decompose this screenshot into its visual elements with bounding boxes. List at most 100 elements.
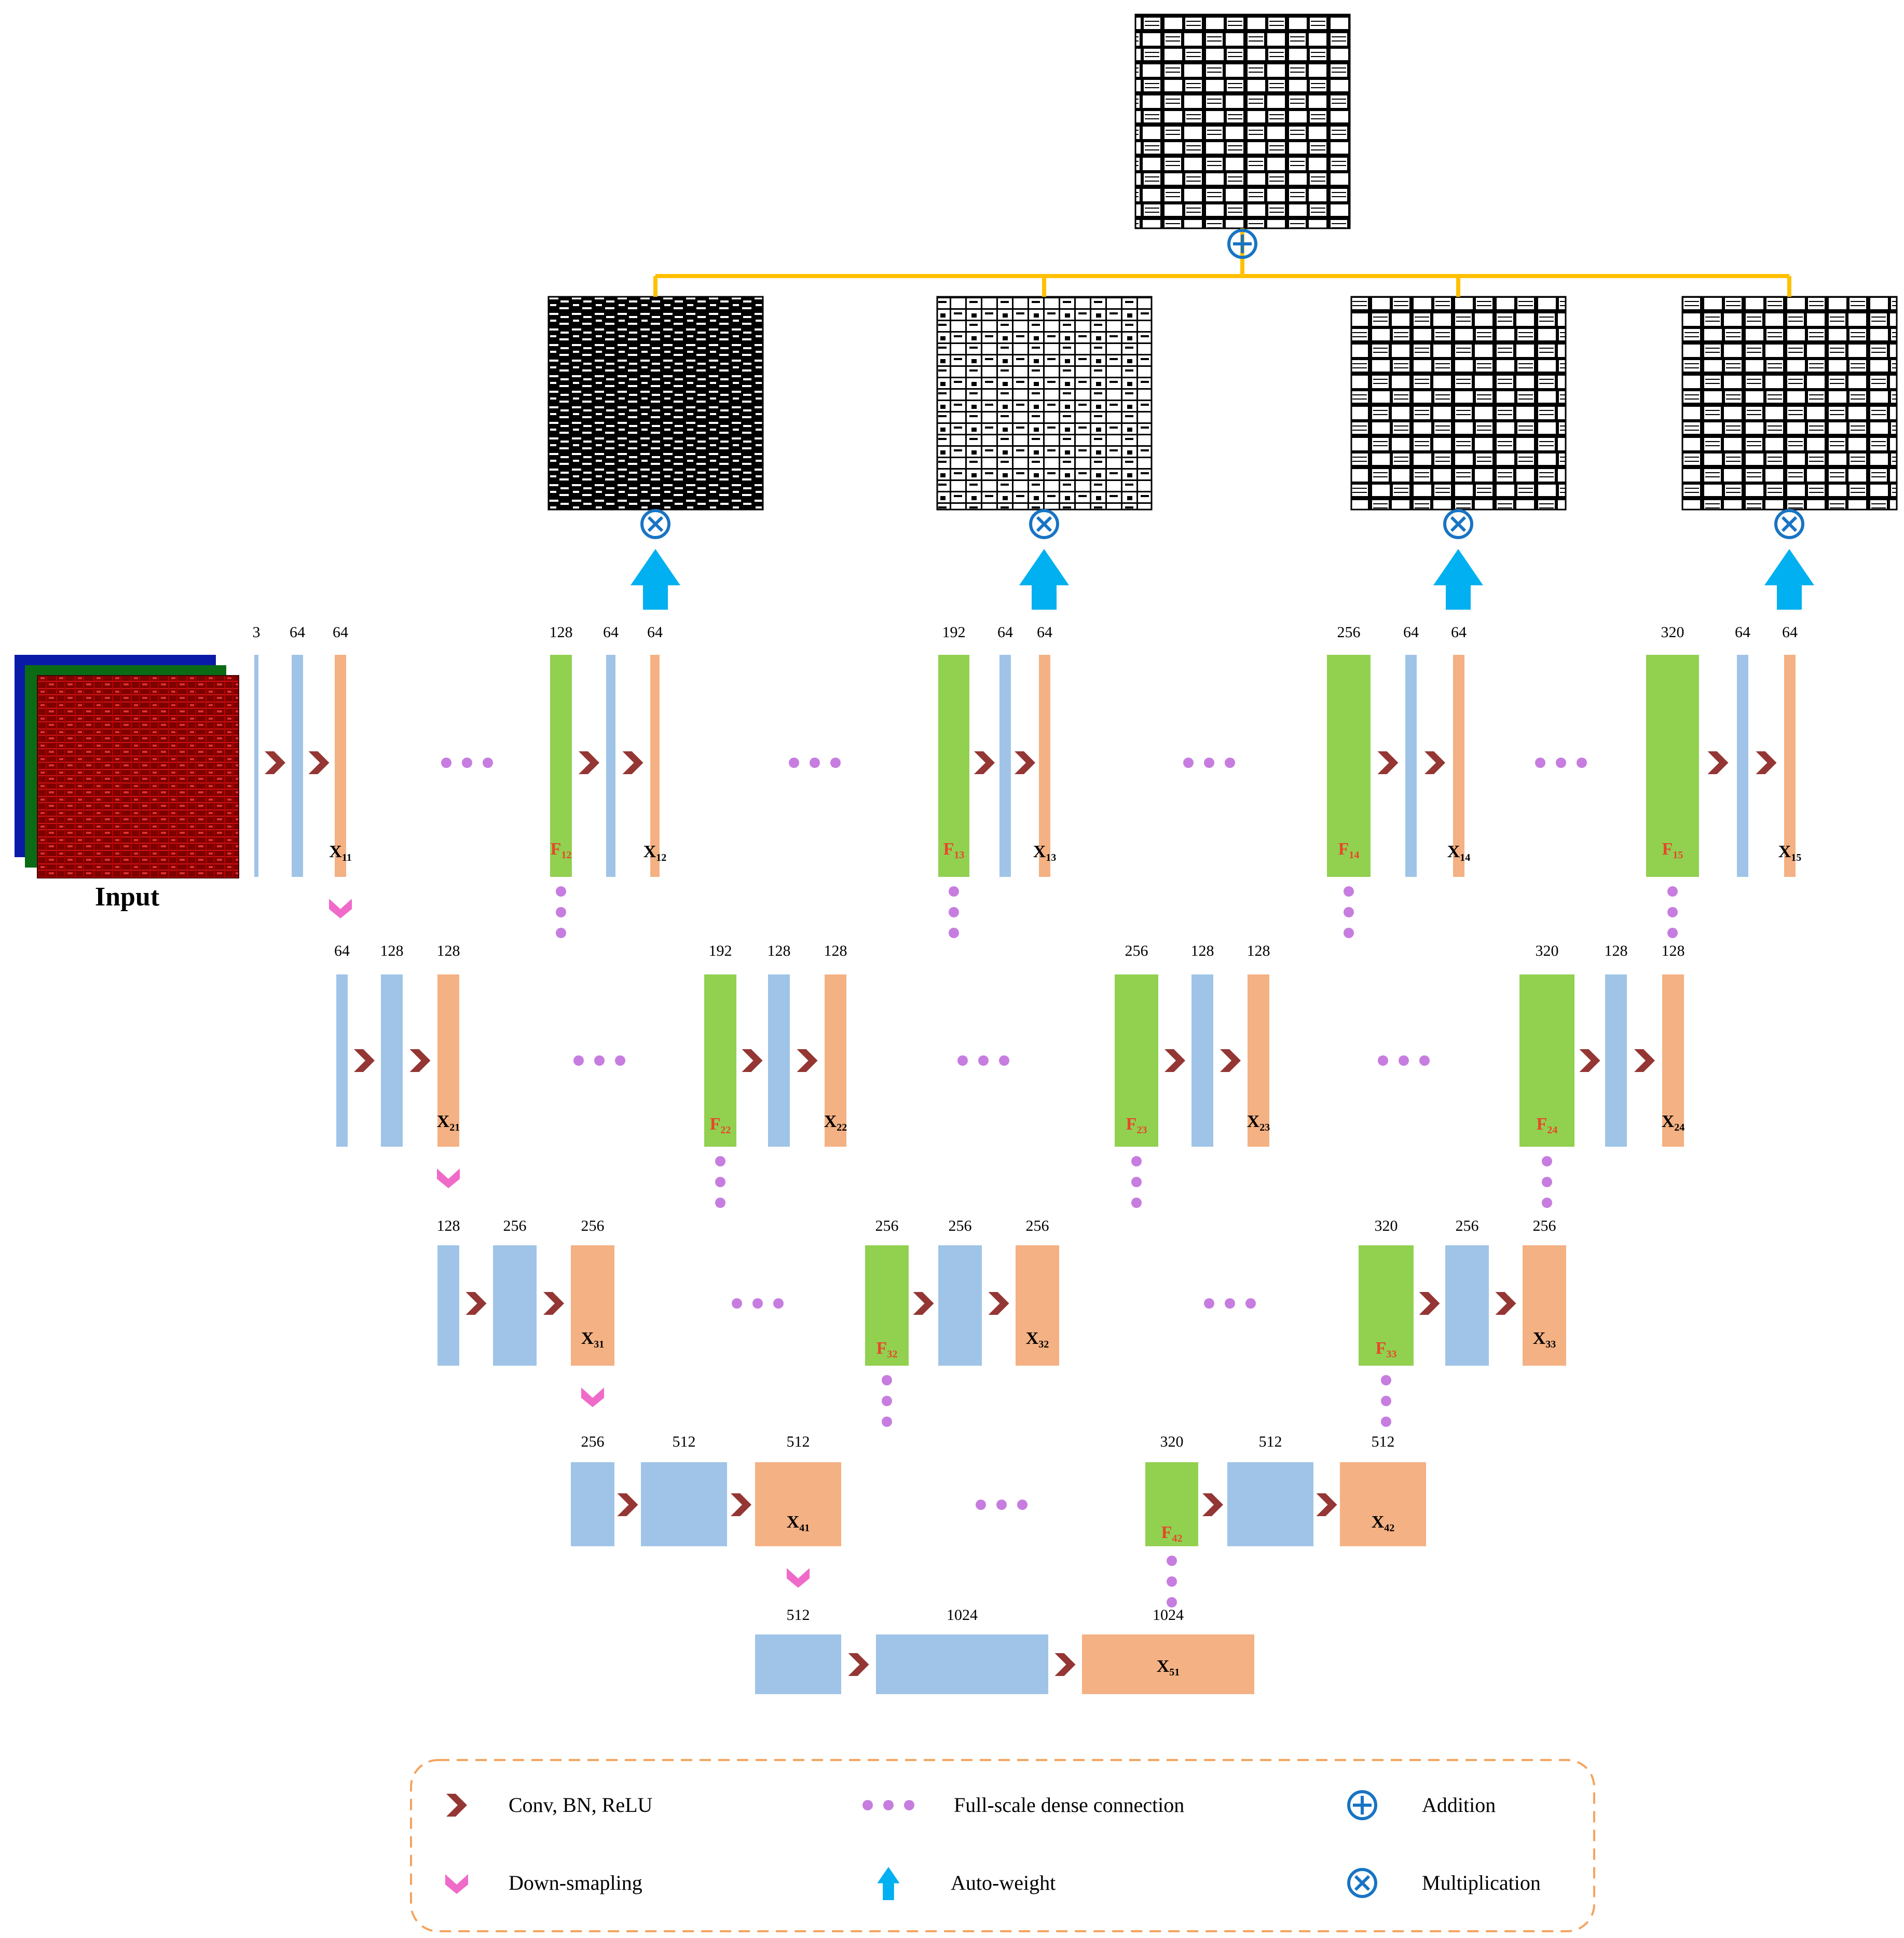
label-subscript: 14 (1349, 849, 1359, 861)
conv-bn-relu-arrow-icon (1377, 751, 1399, 774)
conv-bn-relu-arrow-icon (409, 1049, 431, 1072)
dense-connection-dot (715, 1156, 725, 1166)
fused-feature-block (938, 655, 969, 877)
legend-conv-label: Conv, BN, ReLU (509, 1793, 653, 1817)
decoder-output-block (1662, 974, 1684, 1147)
legend-dense-dot (862, 1800, 873, 1810)
label-letter: X (1533, 1329, 1546, 1348)
encoder-conv-block (254, 655, 258, 877)
op-circle (1443, 509, 1473, 539)
mask-texture (937, 297, 1152, 510)
conv-bn-relu-arrow-icon (1756, 751, 1777, 774)
dense-connection-dot (1204, 1298, 1214, 1309)
dense-connection-dot (573, 1055, 584, 1066)
label-letter: F (1338, 840, 1349, 859)
label-letter: F (551, 840, 561, 859)
conv-bn-relu-arrow-icon (1424, 751, 1445, 774)
fused-feature-block (1359, 1245, 1414, 1366)
op-circle (1774, 509, 1804, 539)
dense-connection-dot (1378, 1055, 1388, 1066)
label-subscript: 23 (1259, 1122, 1270, 1133)
dense-connection-dot (1131, 1177, 1142, 1187)
dense-connection-dot (1183, 758, 1194, 768)
label-letter: X (1447, 842, 1460, 861)
label-subscript: 24 (1674, 1122, 1684, 1133)
input-label: Input (95, 882, 160, 912)
decoder-conv-block (1605, 974, 1627, 1147)
input-border (37, 675, 239, 878)
mask-texture (1351, 297, 1566, 510)
node-label: X33 (1533, 1329, 1556, 1350)
down-sampling-icon (329, 899, 352, 918)
encoder-conv-block (292, 655, 303, 877)
label-letter: X (1662, 1112, 1675, 1131)
label-subscript: 14 (1460, 852, 1470, 863)
input-image-stack (15, 655, 239, 878)
dense-connection-dot (949, 886, 959, 897)
legend-dense-label: Full-scale dense connection (954, 1793, 1184, 1817)
channel-count-label: 128 (437, 942, 460, 959)
channel-count-label: 64 (1735, 624, 1750, 641)
label-subscript: 42 (1172, 1533, 1182, 1544)
input-red-channel (37, 676, 239, 878)
dense-connection-dot (615, 1055, 625, 1066)
decoder-output-block (1039, 655, 1050, 877)
conv-bn-relu-arrow-icon (1707, 751, 1729, 774)
channel-count-label: 256 (875, 1217, 899, 1234)
dense-connection-dot (1245, 1298, 1256, 1309)
label-subscript: 32 (1038, 1339, 1049, 1350)
dense-connection-dot (882, 1396, 892, 1406)
conv-bn-relu-arrow-icon (742, 1049, 763, 1072)
label-letter: X (1157, 1657, 1170, 1676)
fused-feature-block (550, 655, 572, 877)
channel-count-label: 64 (1782, 624, 1798, 641)
dense-connection-dot (1167, 1597, 1177, 1607)
down-sampling-icon (581, 1387, 604, 1407)
channel-count-label: 320 (1536, 942, 1559, 959)
label-subscript: 22 (837, 1122, 847, 1133)
label-letter: F (710, 1115, 721, 1134)
label-subscript: 21 (449, 1122, 460, 1133)
down-sampling-icon (445, 1874, 468, 1894)
op-stroke (1354, 1875, 1371, 1891)
dense-connection-dot (999, 1055, 1009, 1066)
dense-connection-dot (1667, 907, 1678, 917)
dense-connection-dot (1399, 1055, 1409, 1066)
dense-connection-dot (462, 758, 472, 768)
decoder-output-block (1523, 1245, 1566, 1366)
legend-addition-label: Addition (1422, 1793, 1496, 1817)
label-subscript: 23 (1136, 1124, 1147, 1136)
down-sampling-icon (437, 1169, 460, 1188)
dense-connection-dot (732, 1298, 742, 1309)
channel-count-label: 128 (1247, 942, 1270, 959)
fused-feature-block (1519, 974, 1574, 1147)
dense-connection-dot (752, 1298, 763, 1309)
mask-texture (1135, 15, 1350, 228)
dense-connection-dot (789, 758, 799, 768)
channel-count-label: 256 (1125, 942, 1148, 959)
encoder-output-block (335, 655, 346, 877)
channel-count-label: 128 (437, 1217, 460, 1234)
decoder-conv-block (606, 655, 615, 877)
conv-bn-relu-arrow-icon (1202, 1493, 1223, 1516)
label-subscript: 33 (1386, 1349, 1396, 1360)
channel-count-label: 256 (581, 1217, 605, 1234)
channel-count-label: 320 (1160, 1433, 1184, 1450)
dense-connection-dot (773, 1298, 784, 1309)
label-subscript: 32 (887, 1349, 897, 1360)
label-letter: X (787, 1513, 800, 1532)
side-output-mask-image (547, 296, 764, 511)
label-letter: F (1537, 1115, 1547, 1134)
encoder-conv-block (336, 974, 348, 1147)
node-label: X23 (1247, 1112, 1270, 1133)
decoder-output-block (825, 974, 846, 1147)
multiplication-icon (1029, 509, 1059, 539)
channel-count-label: 64 (647, 624, 663, 641)
conv-bn-relu-arrow-icon (988, 1292, 1009, 1315)
label-letter: X (1247, 1112, 1260, 1131)
conv-bn-relu-arrow-icon (1054, 1653, 1076, 1676)
conv-bn-relu-arrow-icon (465, 1292, 487, 1315)
node-label: X15 (1778, 842, 1802, 863)
